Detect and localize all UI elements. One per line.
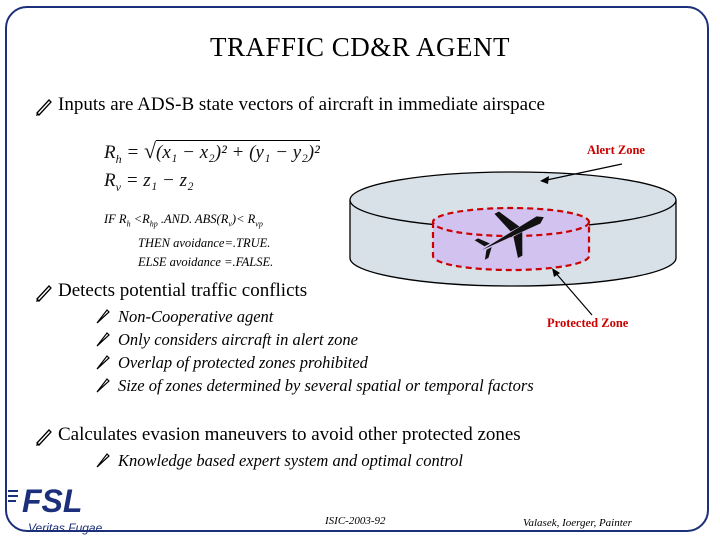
- sub-item: Knowledge based expert system and optima…: [96, 451, 463, 471]
- footer-slide-id: ISIC-2003-92: [325, 515, 386, 527]
- logic-sub-h: h: [126, 219, 131, 229]
- rh-formula: Rh = √(x₁ − x₂)² + (y₁ − y₂)²: [104, 138, 320, 167]
- logic-if: IF R: [104, 212, 127, 226]
- sub-item: Only considers aircraft in alert zone: [96, 330, 358, 350]
- logic-line-2: THEN avoidance=.TRUE.: [138, 235, 271, 250]
- rh-symbol: R: [104, 142, 116, 163]
- logic-lt-r2: )< R: [231, 212, 256, 226]
- quill-icon: [96, 332, 110, 347]
- quill-icon: [96, 309, 110, 324]
- alert-zone-label: Alert Zone: [587, 143, 645, 157]
- logic-lt-r: <R: [130, 212, 150, 226]
- rv-formula: Rv = z₁ − z₂: [104, 170, 194, 195]
- fsl-logo: FSL: [8, 483, 82, 519]
- slide-frame: [5, 6, 709, 532]
- sub-item-text: Non-Cooperative agent: [118, 307, 274, 326]
- bullet-detects-text: Detects potential traffic conflicts: [58, 280, 308, 301]
- sub-item: Non-Cooperative agent: [96, 307, 274, 327]
- sub-item-text: Overlap of protected zones prohibited: [118, 353, 368, 372]
- slide-title: TRAFFIC CD&R AGENT: [209, 32, 511, 62]
- bullet-calculates-text: Calculates evasion maneuvers to avoid ot…: [58, 424, 521, 445]
- logic-sub-v: v: [228, 219, 232, 229]
- rh-sub: h: [115, 151, 122, 166]
- bullet-detects: Detects potential traffic conflicts: [36, 280, 308, 302]
- logic-sub-vp: vp: [255, 219, 263, 229]
- footer-authors: Valasek, Ioerger, Painter: [523, 517, 632, 529]
- bullet-inputs-text: Inputs are ADS-B state vectors of aircra…: [58, 94, 545, 115]
- rv-sub: v: [115, 179, 121, 194]
- quill-icon: [96, 355, 110, 370]
- logic-line-3: ELSE avoidance =.FALSE.: [138, 254, 274, 269]
- logic-line-1: IF Rh <Rhp .AND. ABS(Rv)< Rvp: [104, 210, 273, 234]
- avoidance-logic: IF Rh <Rhp .AND. ABS(Rv)< Rvp THEN avoid…: [104, 210, 273, 272]
- bullet-calculates: Calculates evasion maneuvers to avoid ot…: [36, 424, 521, 446]
- sub-item-text: Knowledge based expert system and optima…: [118, 451, 463, 470]
- protected-zone-arrow: [553, 270, 593, 316]
- fsl-logo-text: FSL: [22, 483, 82, 519]
- sub-item: Size of zones determined by several spat…: [96, 376, 534, 396]
- aircraft-icon: [474, 211, 544, 260]
- pen-bullet-icon: [36, 429, 52, 446]
- pen-bullet-icon: [36, 99, 52, 116]
- protected-zone-label: Protected Zone: [547, 316, 629, 330]
- rv-symbol: R: [104, 170, 116, 191]
- logo-motto: Veritas Fugae: [28, 521, 103, 535]
- quill-icon: [96, 378, 110, 393]
- logic-sub-hp: hp: [149, 219, 158, 229]
- bullet-inputs: Inputs are ADS-B state vectors of aircra…: [36, 94, 545, 116]
- sqrt-icon: √: [143, 138, 157, 163]
- sub-item: Overlap of protected zones prohibited: [96, 353, 368, 373]
- alert-zone-arrow: [541, 163, 623, 182]
- quill-icon: [96, 453, 110, 468]
- sub-item-text: Only considers aircraft in alert zone: [118, 330, 358, 349]
- protected-zone-arrowhead: [552, 268, 560, 277]
- sub-item-text: Size of zones determined by several spat…: [118, 376, 534, 395]
- rh-equals: =: [126, 142, 140, 163]
- alert-zone-arrowhead: [540, 176, 549, 184]
- rv-body: = z₁ − z₂: [125, 170, 194, 191]
- rh-body: (x₁ − x₂)² + (y₁ − y₂)²: [156, 140, 320, 163]
- logic-and: .AND. ABS(R: [157, 212, 229, 226]
- pen-bullet-icon: [36, 285, 52, 302]
